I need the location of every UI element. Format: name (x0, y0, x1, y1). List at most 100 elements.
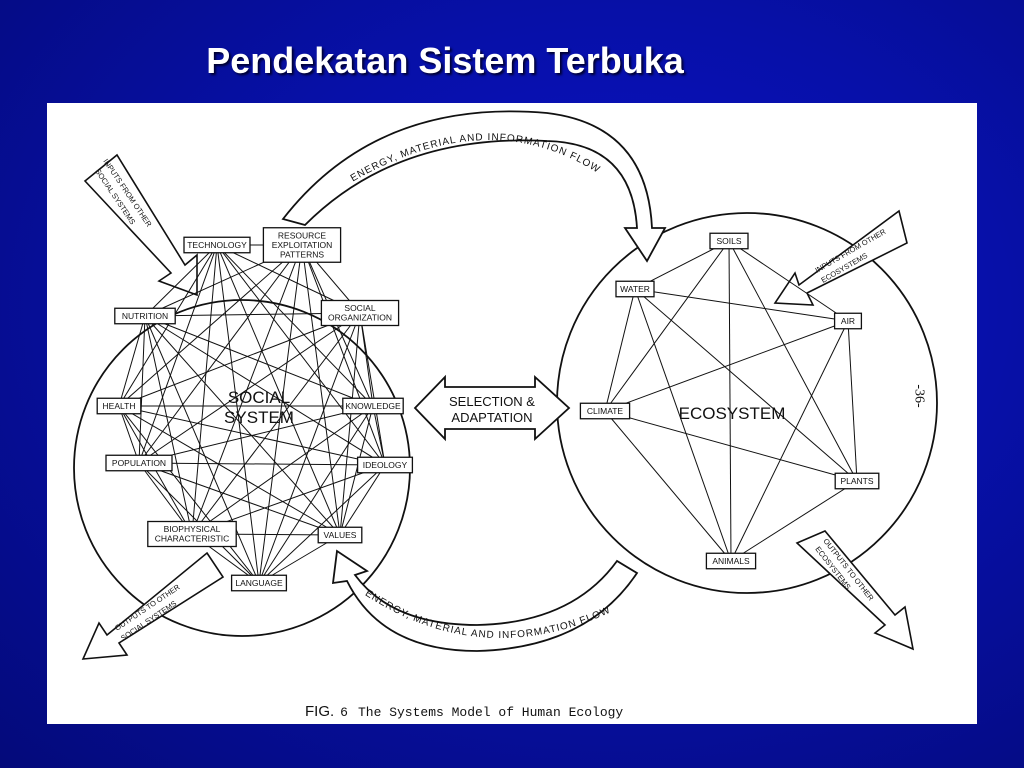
social-link-health-language (118, 405, 260, 584)
social-node-label: KNOWLEDGE (345, 401, 401, 411)
social-link-nutrition-ideology (144, 315, 386, 466)
social-node-nutrition: NUTRITION (114, 307, 176, 325)
social-node-box (356, 456, 414, 474)
inputs-eco-arrow (773, 209, 908, 306)
social-link-knowledge-language (258, 405, 374, 584)
eco-link-water-air (634, 288, 849, 322)
page-number: -36- (911, 384, 927, 408)
eco-link-climate-animals (604, 410, 732, 562)
social-node-box (183, 236, 251, 254)
social-node-label: CHARACTERISTIC (155, 534, 230, 544)
eco-node-box (709, 232, 749, 250)
ecosystem-nodes: SOILS WATER AIR CLIMATE PLANTS ANIMALS (579, 232, 880, 570)
social-node-label: HEALTH (103, 401, 136, 411)
social-node-label: NUTRITION (122, 311, 168, 321)
social-link-population-values (138, 462, 341, 536)
eco-node-water: WATER (615, 280, 655, 298)
social-system-label-1: SOCIAL (228, 388, 290, 407)
outputs-eco-arrow (795, 530, 915, 651)
eco-node-soils: SOILS (709, 232, 749, 250)
social-node-box (114, 307, 176, 325)
social-link-knowledge-values (339, 405, 374, 536)
social-link-health-population (118, 405, 140, 464)
ecosystem-network-lines (604, 240, 858, 562)
social-node-label: PATTERNS (280, 249, 324, 259)
social-node-box (342, 397, 404, 415)
eco-node-box (705, 552, 757, 570)
social-link-technology-ideology (216, 244, 386, 466)
social-link-technology-nutrition (144, 244, 218, 317)
eco-link-air-climate (604, 320, 849, 412)
eco-node-air: AIR (833, 312, 863, 330)
figure-caption: FIG. 6 The Systems Model of Human Ecology (305, 703, 623, 720)
eco-node-plants: PLANTS (834, 472, 880, 490)
social-node-label: SOCIAL (344, 303, 375, 313)
social-system-label-2: SYSTEM (224, 408, 294, 427)
eco-node-label: AIR (841, 316, 855, 326)
eco-link-air-animals (730, 320, 849, 562)
social-node-box (320, 299, 400, 327)
eco-node-animals: ANIMALS (705, 552, 757, 570)
eco-link-soils-air (728, 240, 849, 322)
social-link-nutrition-values (144, 315, 341, 536)
social-node-box (262, 227, 342, 263)
eco-node-label: SOILS (716, 236, 741, 246)
social-node-language: LANGUAGE (230, 574, 288, 592)
eco-node-box (579, 402, 631, 420)
social-link-social-org-health (118, 312, 361, 407)
social-node-health: HEALTH (96, 397, 142, 415)
social-link-population-ideology (138, 462, 386, 466)
social-link-knowledge-population (138, 405, 374, 464)
social-node-label: VALUES (324, 530, 357, 540)
eco-node-label: CLIMATE (587, 406, 624, 416)
caption-fig-label: FIG. (305, 703, 335, 720)
social-node-values: VALUES (317, 526, 363, 544)
social-link-technology-values (216, 244, 341, 536)
social-link-social-org-ideology (359, 312, 386, 466)
selection-label-2: ADAPTATION (451, 410, 532, 425)
eco-node-label: ANIMALS (712, 556, 750, 566)
social-node-knowledge: KNOWLEDGE (342, 397, 404, 415)
social-link-nutrition-knowledge (144, 315, 374, 407)
inputs-social-arrow (83, 153, 198, 297)
social-node-label: ORGANIZATION (328, 313, 392, 323)
social-node-label: LANGUAGE (235, 578, 283, 588)
social-link-technology-biophysical (191, 244, 218, 535)
social-link-social-org-population (138, 312, 361, 464)
ecosystem-label: ECOSYSTEM (679, 404, 786, 423)
social-link-knowledge-biophysical (191, 405, 374, 535)
caption-text: The Systems Model of Human Ecology (357, 705, 624, 720)
eco-link-air-plants (847, 320, 858, 482)
social-link-ideology-values (339, 464, 386, 536)
social-link-resource-ideology (301, 244, 386, 466)
eco-node-label: PLANTS (840, 476, 873, 486)
eco-link-water-plants (634, 288, 858, 482)
eco-link-water-climate (604, 288, 636, 412)
social-link-nutrition-biophysical (144, 315, 193, 535)
eco-link-soils-plants (728, 240, 858, 482)
eco-node-label: WATER (620, 284, 650, 294)
social-node-label: EXPLOITATION (272, 240, 333, 250)
systems-model-diagram: ENERGY, MATERIAL AND INFORMATION FLOW EN… (73, 110, 938, 660)
eco-link-water-animals (634, 288, 732, 562)
social-node-label: TECHNOLOGY (187, 240, 247, 250)
social-link-social-org-biophysical (191, 312, 361, 535)
social-link-resource-population (138, 244, 303, 464)
social-link-nutrition-population (138, 315, 146, 464)
selection-adaptation-arrow (413, 374, 571, 442)
eco-link-soils-animals (728, 240, 732, 562)
eco-link-climate-plants (604, 410, 858, 482)
social-node-label: IDEOLOGY (363, 460, 408, 470)
social-node-label: BIOPHYSICAL (164, 524, 221, 534)
eco-node-climate: CLIMATE (579, 402, 631, 420)
caption-fig-number: 6 (340, 705, 348, 720)
social-node-ideology: IDEOLOGY (356, 456, 414, 474)
figure-panel: ENERGY, MATERIAL AND INFORMATION FLOW EN… (47, 103, 977, 724)
social-link-nutrition-language (144, 315, 260, 584)
eco-node-box (833, 312, 863, 330)
social-node-box (147, 520, 237, 548)
social-node-label: RESOURCE (278, 230, 327, 240)
